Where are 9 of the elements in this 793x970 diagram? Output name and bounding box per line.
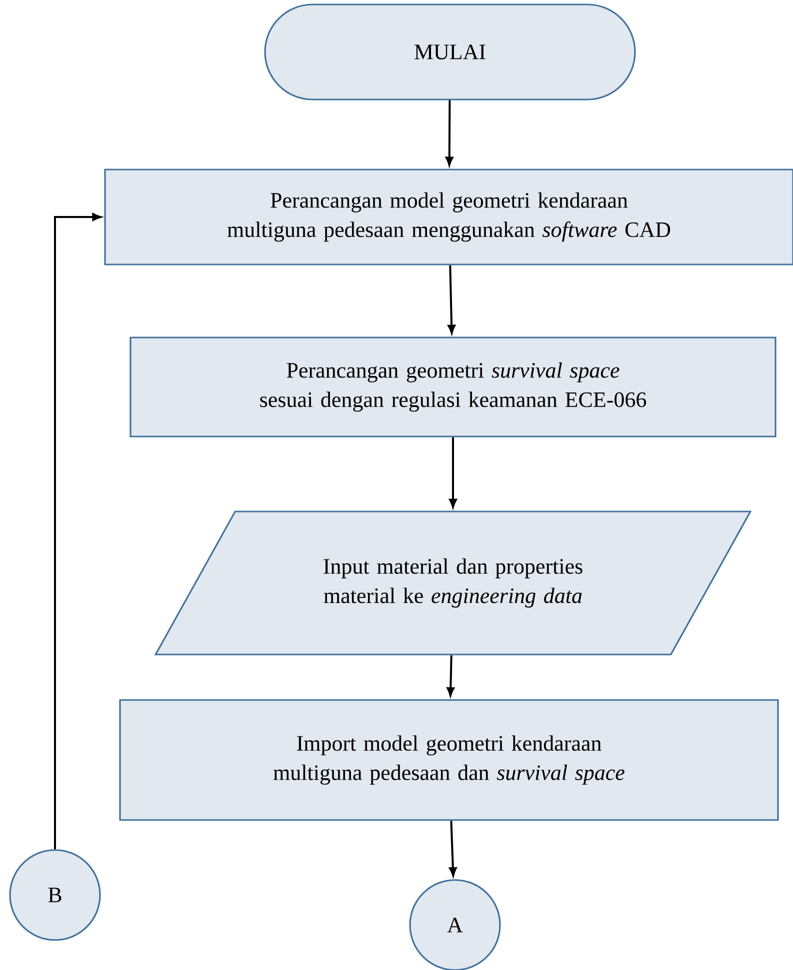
arrow (448, 265, 456, 334)
process-box: Perancangan model geometri kendaraan multiguna pedesaan menggunakan software CAD (104, 168, 793, 266)
process-box: Perancangan geometri survival space sesuai dengan regulasi keamanan ECE-066 (130, 336, 776, 438)
arrow (449, 820, 457, 876)
arrow (54, 213, 102, 850)
arrow (445, 100, 454, 166)
arrow (449, 437, 457, 508)
arrow (446, 655, 455, 696)
process-box: Import model geometri kendaraan multiguna pedesaan dan survival space (119, 699, 779, 821)
